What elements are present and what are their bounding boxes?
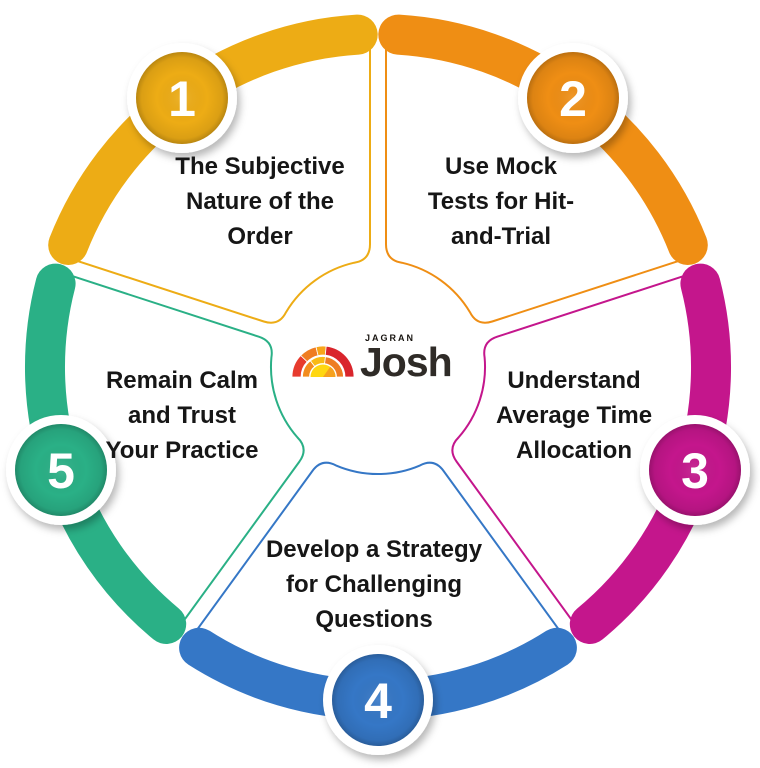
badge-shade: [649, 424, 741, 516]
badge-shade: [136, 52, 228, 144]
segment-label-5: Remain Calm and Trust Your Practice: [105, 367, 259, 464]
segment-label-2: Use Mock Tests for Hit- and-Trial: [427, 153, 575, 250]
badge-2: 2: [518, 43, 628, 153]
badge-3: 3: [640, 415, 750, 525]
badge-number-2: 2: [559, 71, 587, 127]
sun-middle-ray-3: [324, 356, 344, 378]
jagran-josh-logo: JAGRAN Josh: [291, 333, 453, 385]
badge-shade: [527, 52, 619, 144]
segment-label-1: The Subjective Nature of the Order: [175, 153, 345, 250]
logo-main-text: Josh: [360, 339, 453, 385]
badge-shade: [15, 424, 107, 516]
badge-number-1: 1: [168, 71, 196, 127]
logo-top-text: JAGRAN: [365, 333, 416, 343]
segment-label-3: Understand Average Time Allocation: [495, 367, 653, 464]
sun-outer-ray-4: [324, 345, 355, 378]
segment-label-4: Develop a Strategy for Challenging Quest…: [265, 536, 483, 633]
sun-core-accent: [323, 366, 336, 377]
badge-5: 5: [6, 415, 116, 525]
sunrise-icon: [291, 345, 355, 378]
badge-number-4: 4: [364, 673, 392, 729]
badge-number-3: 3: [681, 443, 709, 499]
badge-number-5: 5: [47, 443, 75, 499]
sun-outer-ray-3: [315, 345, 327, 357]
badge-shade: [332, 654, 424, 746]
badge-4: 4: [323, 645, 433, 755]
logo-text: JAGRAN Josh: [360, 333, 453, 385]
badge-1: 1: [127, 43, 237, 153]
